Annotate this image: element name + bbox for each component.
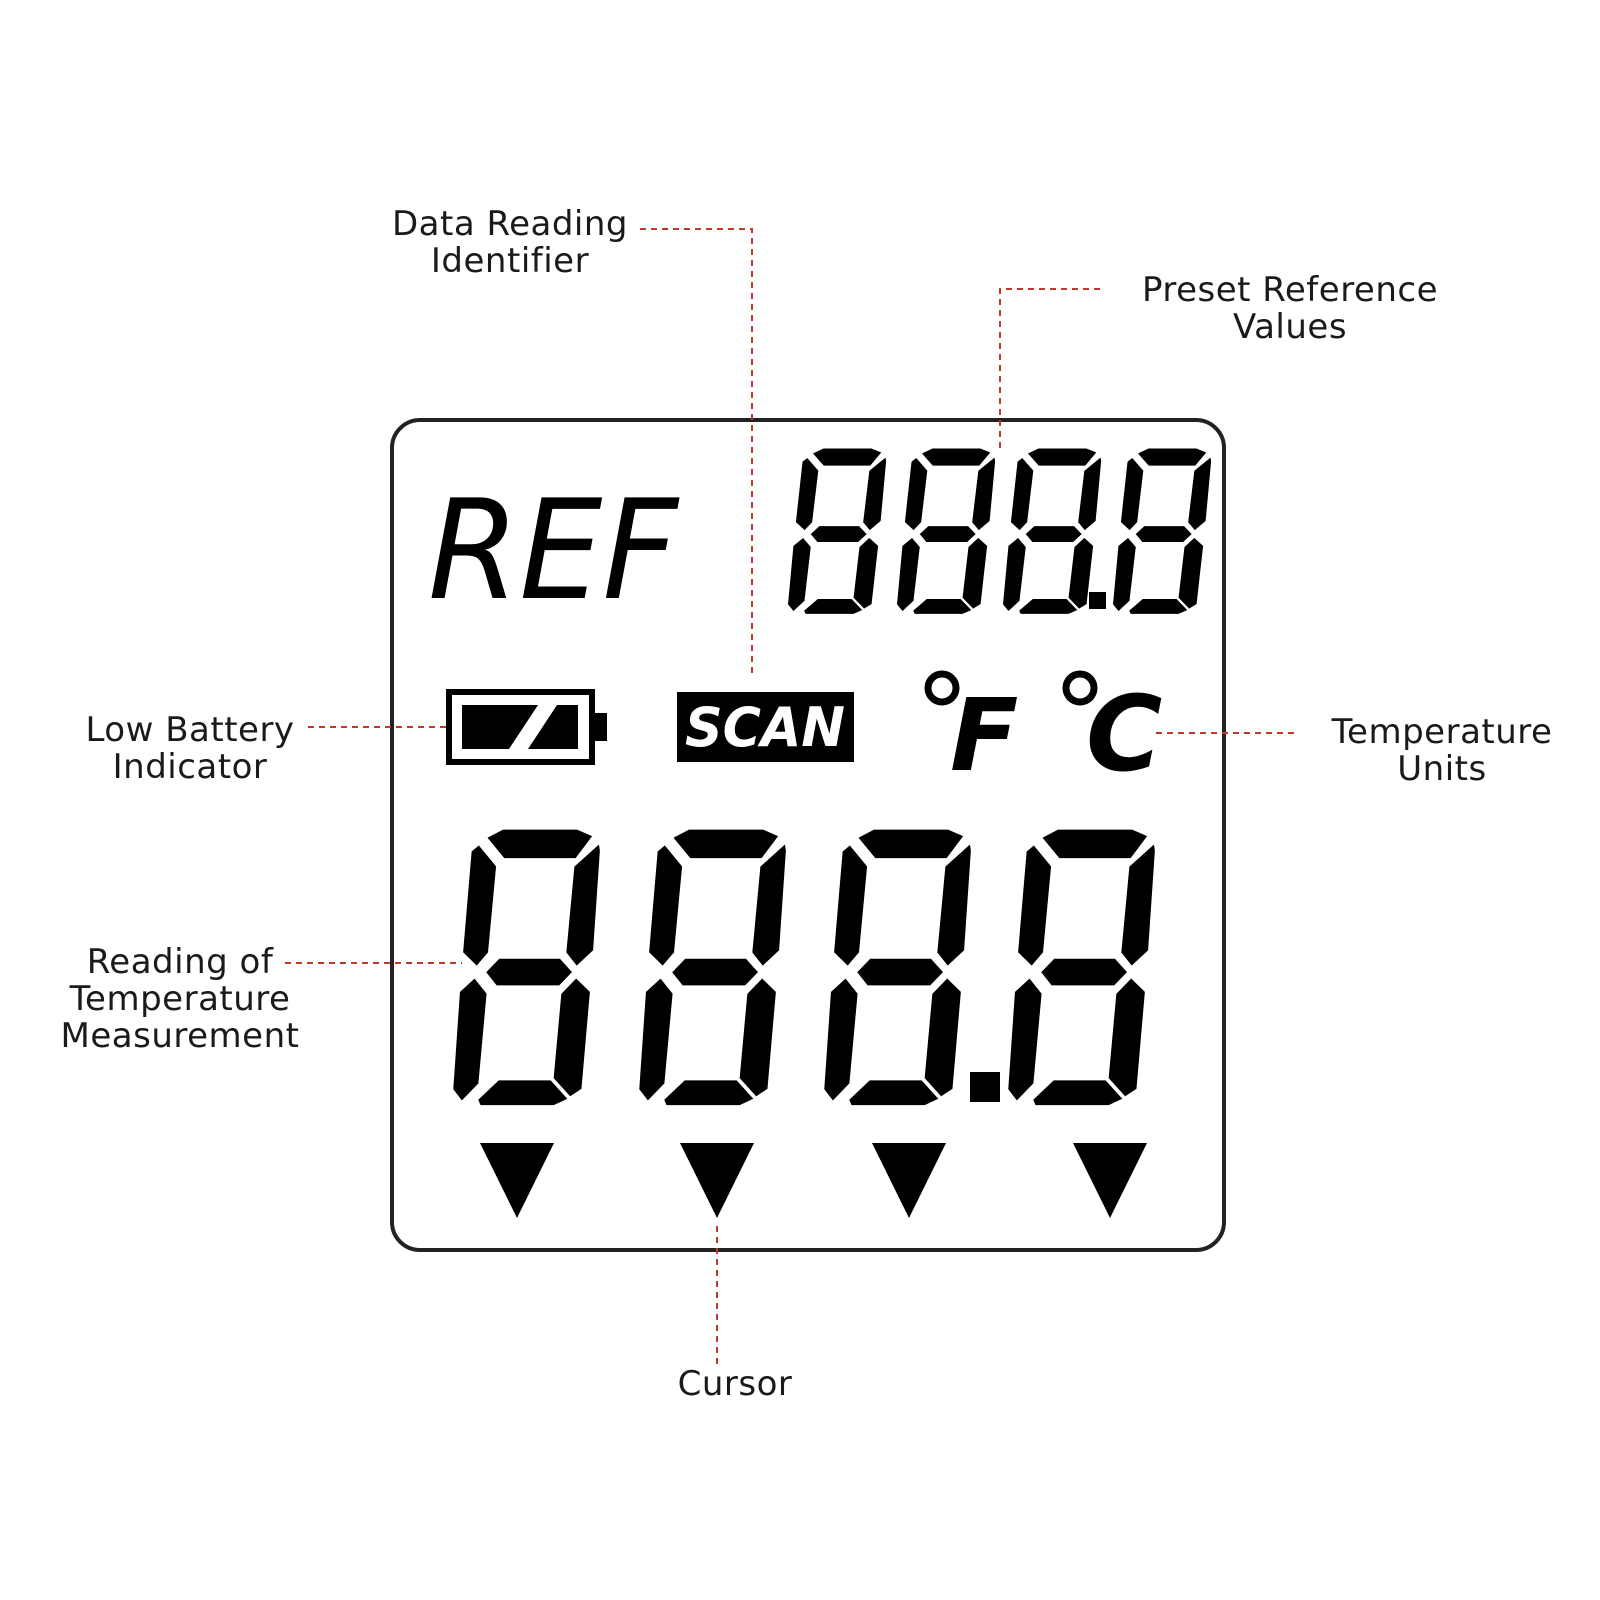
callout-line: Reading of: [86, 942, 274, 982]
scan-badge: [677, 692, 854, 762]
unit-fahrenheit: F: [924, 670, 1018, 794]
top-display: [785, 446, 1215, 617]
main-digit-2: [634, 825, 791, 1109]
top-digit-3: [1000, 446, 1105, 617]
main-display: [448, 825, 1160, 1109]
down-triangle-icon: [680, 1143, 754, 1218]
callout-low-battery-indicator: Low Battery Indicator: [70, 712, 310, 786]
battery-low-icon: [446, 689, 607, 765]
main-decimal-point: [970, 1072, 1000, 1102]
callout-temperature-units: Temperature Units: [1312, 714, 1572, 788]
callout-line: Indicator: [112, 747, 268, 787]
callout-cursor: Cursor: [650, 1366, 820, 1403]
callout-line: Values: [1232, 307, 1348, 347]
unit-celsius: C: [1062, 670, 1162, 795]
down-triangle-icon: [1073, 1143, 1147, 1218]
top-decimal-point: [1089, 592, 1106, 609]
unit-c-letter: C: [1086, 673, 1162, 795]
callout-data-reading-identifier: Data Reading Identifier: [370, 206, 650, 280]
callout-line: Identifier: [430, 241, 590, 281]
main-digit-3: [819, 825, 976, 1109]
callout-line: Temperature: [1331, 712, 1553, 752]
callout-line: Units: [1397, 749, 1487, 789]
leader-lines: [285, 228, 1296, 1364]
main-digit-4: [1003, 825, 1160, 1109]
top-digit-2: [894, 446, 999, 617]
unit-f-letter: F: [950, 677, 1018, 794]
degree-f-icon: [924, 670, 960, 706]
down-triangle-icon: [480, 1143, 554, 1218]
callout-preset-reference-values: Preset Reference Values: [1125, 272, 1455, 346]
callout-reading-of-temperature: Reading of Temperature Measurement: [40, 944, 320, 1055]
callout-line: Cursor: [677, 1364, 793, 1404]
leader-preset: [999, 288, 1100, 452]
scan-label: SCAN: [685, 696, 845, 759]
callout-line: Measurement: [60, 1016, 300, 1056]
down-triangle-icon: [872, 1143, 946, 1218]
leader-data-reading: [640, 228, 753, 678]
callout-line: Temperature: [69, 979, 291, 1019]
main-digit-1: [448, 825, 605, 1109]
callout-line: Preset Reference: [1141, 270, 1439, 310]
lcd-frame: [390, 418, 1226, 1252]
ref-label: REF: [428, 470, 680, 631]
top-digit-4: [1110, 446, 1215, 617]
cursor-row: [480, 1143, 1147, 1218]
callout-line: Data Reading: [392, 204, 628, 244]
callout-line: Low Battery: [85, 710, 295, 750]
degree-c-icon: [1062, 670, 1098, 706]
top-digit-1: [785, 446, 890, 617]
